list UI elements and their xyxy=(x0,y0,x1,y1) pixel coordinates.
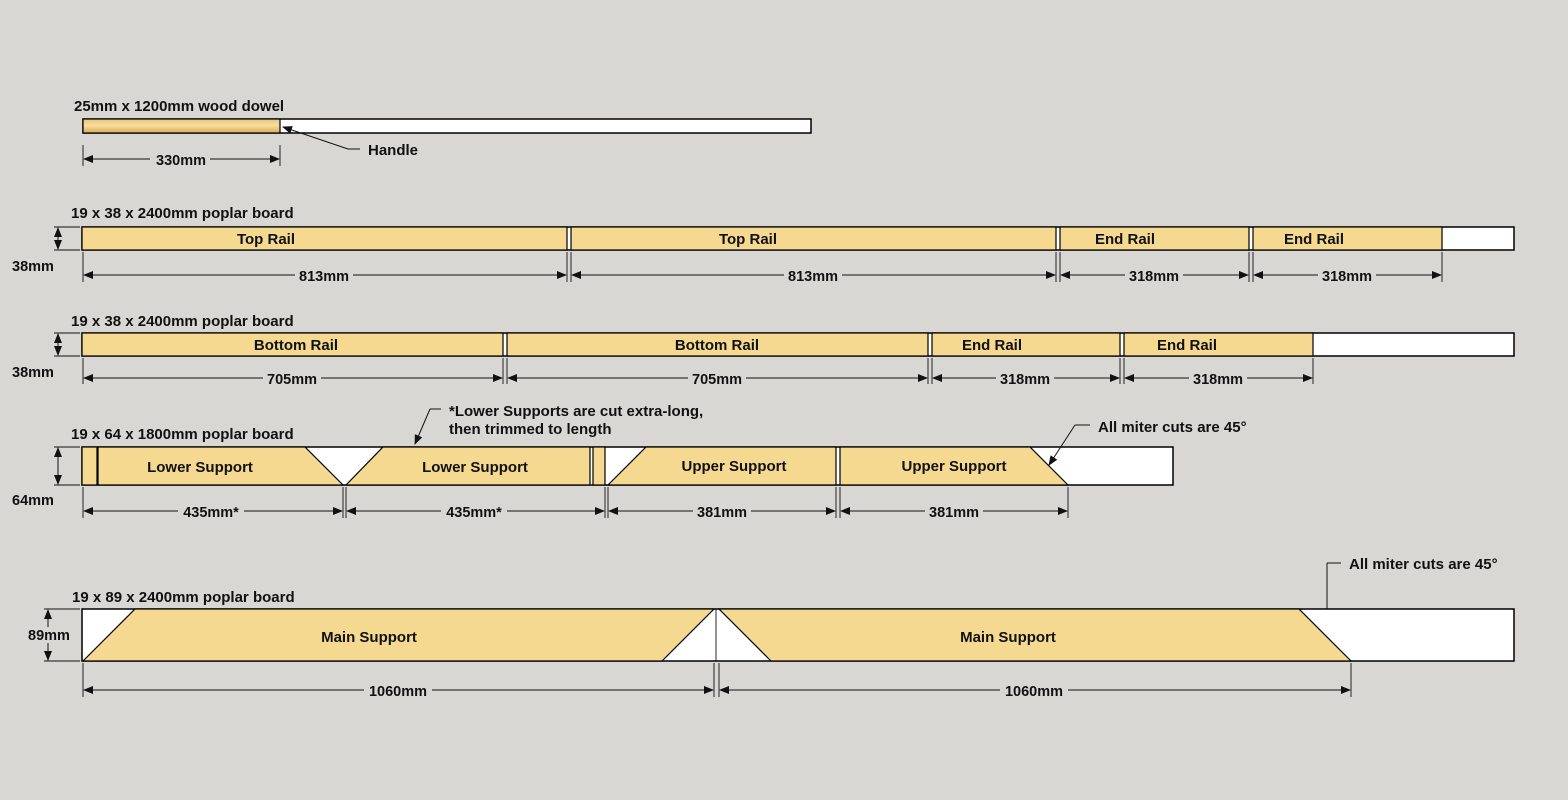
board2-group: 19 x 38 x 2400mm poplar board Bottom Rai… xyxy=(12,313,1515,388)
board2-label-1: Bottom Rail xyxy=(254,337,338,354)
board2-piece-3 xyxy=(931,332,1121,357)
board2-title: 19 x 38 x 2400mm poplar board xyxy=(71,313,294,330)
board4-title: 19 x 89 x 2400mm poplar board xyxy=(72,589,295,606)
board1-label-4: End Rail xyxy=(1284,231,1344,248)
board3-dim-4: 381mm xyxy=(929,505,979,521)
board1-label-1: Top Rail xyxy=(237,231,295,248)
board2-dim-1: 705mm xyxy=(267,372,317,388)
board4-piece-2 xyxy=(717,608,1353,662)
board3-piece-1 xyxy=(97,446,345,486)
board1-label-3: End Rail xyxy=(1095,231,1155,248)
board3-label-1: Lower Support xyxy=(147,459,253,476)
board3-label-3: Upper Support xyxy=(682,458,787,475)
board3-dim-3: 381mm xyxy=(697,505,747,521)
board2-label-3: End Rail xyxy=(962,337,1022,354)
board4-dim-2: 1060mm xyxy=(1005,684,1063,700)
lower-support-note-leader xyxy=(414,408,431,445)
board1-piece-4 xyxy=(1252,226,1443,251)
board3-label-4: Upper Support xyxy=(902,458,1007,475)
board1-label-2: Top Rail xyxy=(719,231,777,248)
board1-dim-1: 813mm xyxy=(299,269,349,285)
board2-piece-1 xyxy=(81,332,504,357)
board2-piece-4 xyxy=(1123,332,1314,357)
board1-title: 19 x 38 x 2400mm poplar board xyxy=(71,205,294,222)
board3-group: 19 x 64 x 1800mm poplar board *Lower Sup… xyxy=(12,403,1247,521)
board3-miter-note: All miter cuts are 45° xyxy=(1098,419,1247,436)
board3-note-line1: *Lower Supports are cut extra-long, xyxy=(449,403,703,420)
board4-dim-1: 1060mm xyxy=(369,684,427,700)
board1-dim-3: 318mm xyxy=(1129,269,1179,285)
board3-width-dim: 64mm xyxy=(12,493,54,509)
board3-dim-2: 435mm* xyxy=(446,505,502,521)
board3-offcut-left xyxy=(81,446,98,486)
board2-label-2: Bottom Rail xyxy=(675,337,759,354)
board3-piece-4 xyxy=(839,446,1070,486)
board3-offcut-mid xyxy=(592,446,606,486)
dowel-group: 25mm x 1200mm wood dowel Handle 330mm xyxy=(74,98,812,169)
board1-dim-4: 318mm xyxy=(1322,269,1372,285)
board4-group: 19 x 89 x 2400mm poplar board All miter … xyxy=(26,556,1515,700)
handle-leader xyxy=(282,126,349,150)
board1-dim-2: 813mm xyxy=(788,269,838,285)
board4-label-2: Main Support xyxy=(960,629,1056,646)
board2-width-dim: 38mm xyxy=(12,365,54,381)
board2-dim-4: 318mm xyxy=(1193,372,1243,388)
board4-miter-note: All miter cuts are 45° xyxy=(1349,556,1498,573)
board1-group: 19 x 38 x 2400mm poplar board Top Rail T… xyxy=(12,205,1515,285)
dowel-handle-piece xyxy=(82,118,281,134)
board1-piece-2 xyxy=(570,226,1057,251)
board2-piece-2 xyxy=(506,332,929,357)
board1-width-dim: 38mm xyxy=(12,259,54,275)
board2-dim-2: 705mm xyxy=(692,372,742,388)
board4-width-dim: 89mm xyxy=(28,628,70,644)
board3-note-line2: then trimmed to length xyxy=(449,421,612,438)
board3-title: 19 x 64 x 1800mm poplar board xyxy=(71,426,294,443)
board3-miter-leader xyxy=(1048,424,1076,466)
board3-label-2: Lower Support xyxy=(422,459,528,476)
board3-piece-2 xyxy=(344,446,591,486)
board4-piece-1 xyxy=(81,608,716,662)
handle-label: Handle xyxy=(368,142,418,159)
board3-dim-1: 435mm* xyxy=(183,505,239,521)
board1-piece-1 xyxy=(81,226,568,251)
board2-dim-3: 318mm xyxy=(1000,372,1050,388)
board3-piece-3 xyxy=(606,446,837,486)
board4-label-1: Main Support xyxy=(321,629,417,646)
handle-dim: 330mm xyxy=(156,153,206,169)
board2-label-4: End Rail xyxy=(1157,337,1217,354)
board1-piece-3 xyxy=(1059,226,1250,251)
dowel-title: 25mm x 1200mm wood dowel xyxy=(74,98,284,115)
